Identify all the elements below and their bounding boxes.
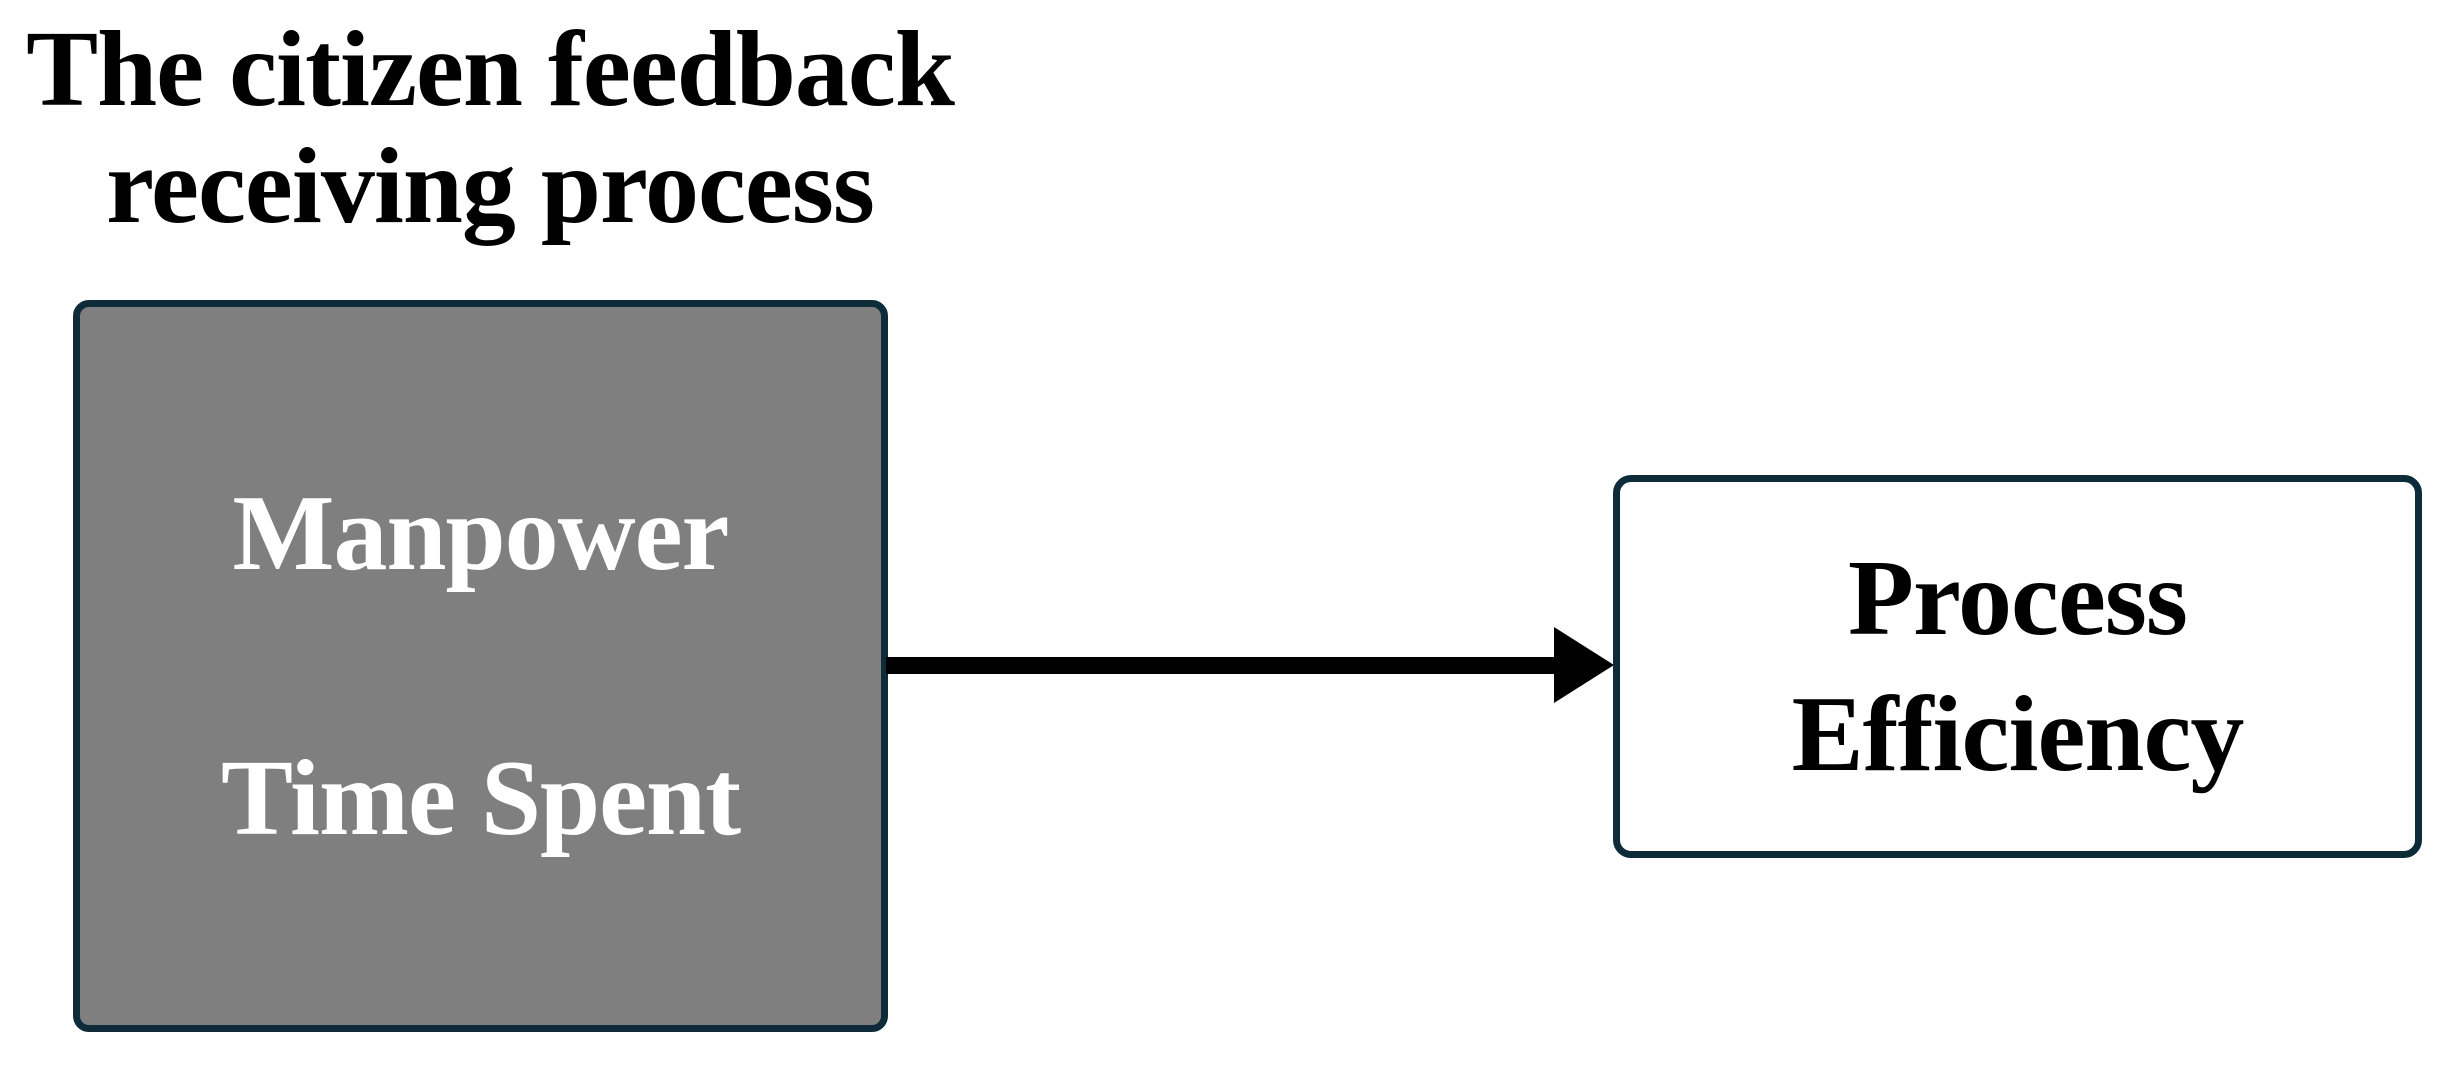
arrow-shaft [886,657,1556,674]
manpower-label: Manpower [232,473,730,593]
title-line-1: The citizen feedback [26,10,955,129]
process-efficiency-box: Process Efficiency [1613,475,2422,858]
process-efficiency-line-2: Efficiency [1791,674,2245,794]
title-line-2: receiving process [106,127,875,246]
input-factors-box: Manpower Time Spent [73,300,888,1032]
right-arrow-head-icon [1554,627,1614,703]
process-efficiency-line-1: Process [1848,538,2188,658]
time-spent-label: Time Spent [220,738,741,858]
diagram-title: The citizen feedback receiving process [0,11,980,245]
